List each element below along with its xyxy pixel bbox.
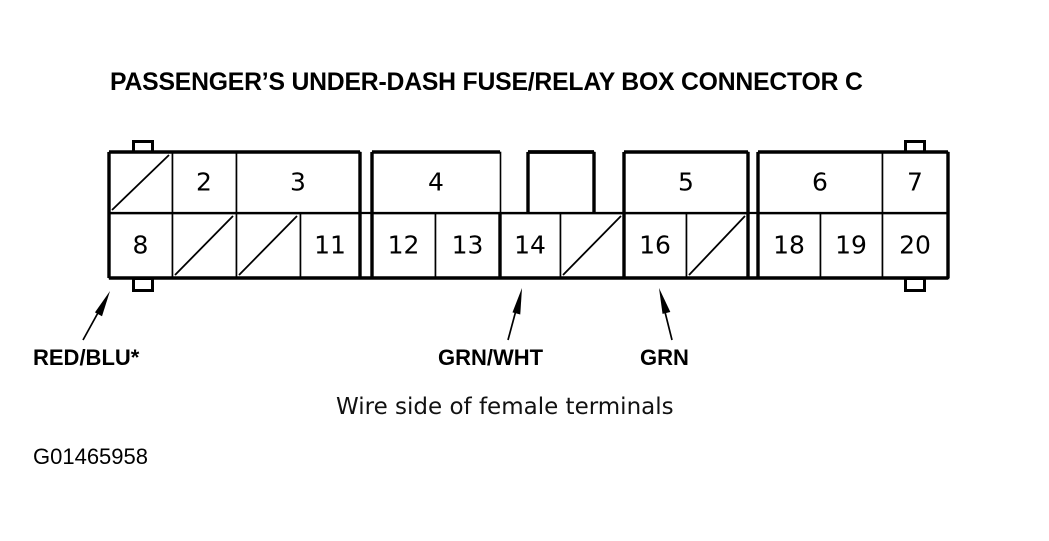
- unused-terminal-slash: [174, 215, 234, 276]
- terminal-number-4: 4: [428, 168, 444, 197]
- terminal-number-5: 5: [678, 168, 694, 197]
- terminal-number-14: 14: [514, 231, 546, 260]
- terminal-cell-14: 14: [499, 212, 562, 280]
- terminal-cell-18: 18: [757, 212, 822, 280]
- terminal-cell-9: [171, 212, 238, 280]
- terminal-number-19: 19: [835, 231, 867, 260]
- terminal-cell-20: 20: [881, 212, 950, 280]
- wire-callout-arrows: [82, 288, 673, 341]
- unused-terminal-slash: [111, 154, 170, 211]
- connector-frame-layer: [107, 150, 950, 280]
- terminal-cell-3: 3: [235, 151, 362, 215]
- terminal-number-12: 12: [388, 231, 420, 260]
- callout-grn-wht-arrow: [507, 288, 522, 341]
- callout-grn-arrow: [659, 288, 673, 341]
- unused-terminal-slash: [238, 215, 298, 276]
- terminal-cell-10: [235, 212, 302, 280]
- terminal-cell-5: 5: [623, 151, 750, 215]
- terminal-number-2: 2: [196, 168, 212, 197]
- unused-terminal-slash: [562, 215, 622, 276]
- wire-label-red-blu: RED/BLU*: [33, 345, 140, 370]
- terminal-number-11: 11: [314, 231, 346, 260]
- wire-label-grn-wht: GRN/WHT: [438, 345, 544, 370]
- callout-red-blu-arrow: [82, 291, 110, 341]
- terminal-cells-layer: 2 3 4 5 6 7 8 11 12 13 14 16 18 19 20: [108, 151, 950, 280]
- terminal-cell-6: 6: [757, 151, 884, 215]
- terminal-number-7: 7: [907, 168, 923, 197]
- figure-caption: Wire side of female terminals: [336, 394, 674, 420]
- terminal-cell-8: 8: [108, 212, 174, 280]
- tab-bottom-right: [904, 277, 926, 292]
- terminal-cell-11: 11: [299, 212, 362, 280]
- terminal-cell-7: 7: [881, 151, 950, 215]
- page-title: PASSENGER’S UNDER-DASH FUSE/RELAY BOX CO…: [110, 68, 863, 96]
- terminal-number-18: 18: [773, 231, 805, 260]
- terminal-cell-13: 13: [434, 212, 502, 280]
- terminal-cell-16: 16: [623, 212, 688, 280]
- terminal-number-16: 16: [639, 231, 671, 260]
- terminal-cell-2: 2: [171, 151, 238, 215]
- terminal-cell-17: [685, 212, 750, 280]
- terminal-cell-4: 4: [371, 151, 502, 215]
- terminal-number-3: 3: [290, 168, 306, 197]
- terminal-cell-1: [108, 151, 174, 215]
- terminal-cell-15: [559, 212, 626, 280]
- terminal-number-6: 6: [812, 168, 828, 197]
- terminal-number-13: 13: [452, 231, 484, 260]
- terminal-cell-notch: [527, 151, 596, 215]
- terminal-number-20: 20: [899, 231, 931, 260]
- terminal-cell-12: 12: [371, 212, 437, 280]
- terminal-number-8: 8: [133, 231, 149, 260]
- unused-terminal-slash: [688, 215, 746, 276]
- wire-label-grn: GRN: [640, 345, 689, 370]
- figure-id: G01465958: [33, 444, 148, 469]
- tab-bottom-left: [132, 277, 154, 292]
- terminal-cell-19: 19: [819, 212, 884, 280]
